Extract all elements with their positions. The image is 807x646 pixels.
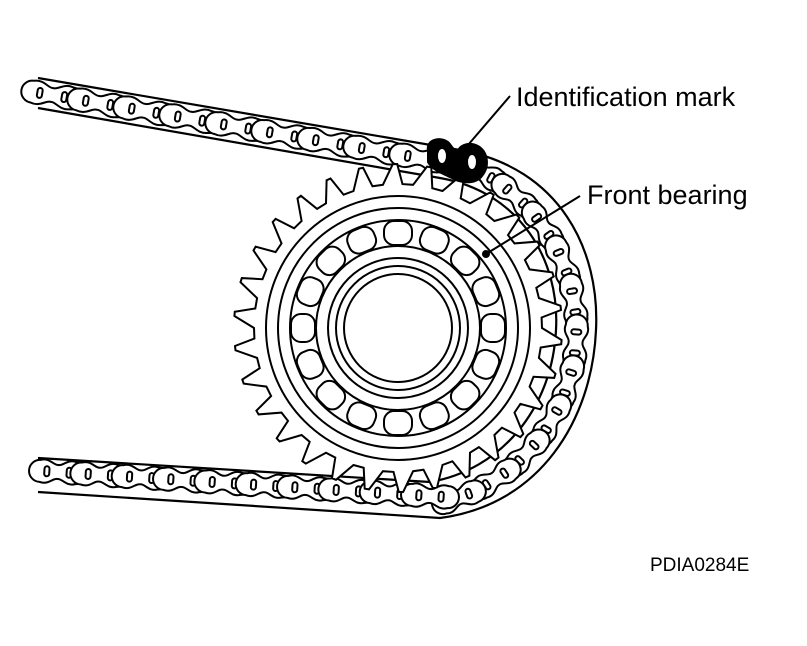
bearing-roller xyxy=(290,313,316,343)
bearing-roller xyxy=(471,276,501,308)
chain-pin xyxy=(570,328,583,336)
figure-code: PDIA0284E xyxy=(650,555,749,576)
chain-pin xyxy=(551,406,563,416)
chain-links-wrap xyxy=(430,152,590,516)
chain-pin xyxy=(127,102,136,115)
bearing-roller xyxy=(418,225,450,255)
bearing-roller xyxy=(418,401,450,431)
bearing-bore-rim xyxy=(335,265,461,391)
timing-chain xyxy=(37,76,598,520)
identification-mark-label: Identification mark xyxy=(516,82,736,112)
chain-pin xyxy=(552,247,565,257)
bearing-inner-ring xyxy=(327,257,469,399)
bearing-roller xyxy=(295,348,325,380)
leader-identification-mark xyxy=(449,95,511,167)
front-bearing-label: Front bearing xyxy=(587,180,748,210)
chain-pin xyxy=(208,475,216,488)
front-bearing xyxy=(265,195,531,461)
chain-pin xyxy=(373,486,382,499)
chain-link xyxy=(400,482,460,510)
chain-pin xyxy=(84,467,92,480)
chain-inner-edge xyxy=(37,106,558,484)
chain-pin xyxy=(43,465,51,478)
leader-lines xyxy=(449,95,581,258)
chain-links-lower xyxy=(28,458,460,510)
chain-pin xyxy=(531,212,543,223)
chain-pin xyxy=(528,439,540,451)
chain-pin xyxy=(173,110,182,123)
chain-pin xyxy=(499,467,510,479)
bearing-inner-race xyxy=(315,245,481,411)
chain-pin xyxy=(403,149,412,162)
chain-pin xyxy=(81,94,90,107)
chain-pin xyxy=(332,483,340,496)
bearing-outer-race xyxy=(277,207,519,449)
chain-pin xyxy=(437,490,445,503)
leader-front-bearing-dot xyxy=(482,250,490,258)
chain-outer-edge xyxy=(37,76,598,520)
chain-pin xyxy=(464,487,474,500)
chain-pin xyxy=(566,287,578,296)
identification-mark-link xyxy=(426,138,488,184)
bearing-roller xyxy=(346,225,378,255)
bearing-roller xyxy=(383,220,413,246)
bearing-roller xyxy=(471,348,501,380)
chain-pin xyxy=(291,481,299,494)
chain-pin xyxy=(311,134,320,147)
chain-pin xyxy=(357,142,366,154)
chain-pin xyxy=(415,489,423,502)
chain-pin xyxy=(125,470,134,483)
chain-pin xyxy=(502,183,513,195)
chain-pin xyxy=(565,368,578,377)
chain-pin xyxy=(35,86,44,99)
bearing-roller xyxy=(295,276,325,308)
bearing-roller xyxy=(480,313,506,343)
chain-pin xyxy=(249,478,258,491)
chain-pin xyxy=(167,473,175,486)
chain-pin xyxy=(219,118,228,131)
bearing-roller xyxy=(383,410,413,436)
leader-front-bearing xyxy=(485,195,581,255)
bearing-roller xyxy=(346,401,378,431)
chain-links-upper xyxy=(20,79,452,174)
chain-pin xyxy=(265,126,274,139)
bearing-bore xyxy=(343,273,453,383)
